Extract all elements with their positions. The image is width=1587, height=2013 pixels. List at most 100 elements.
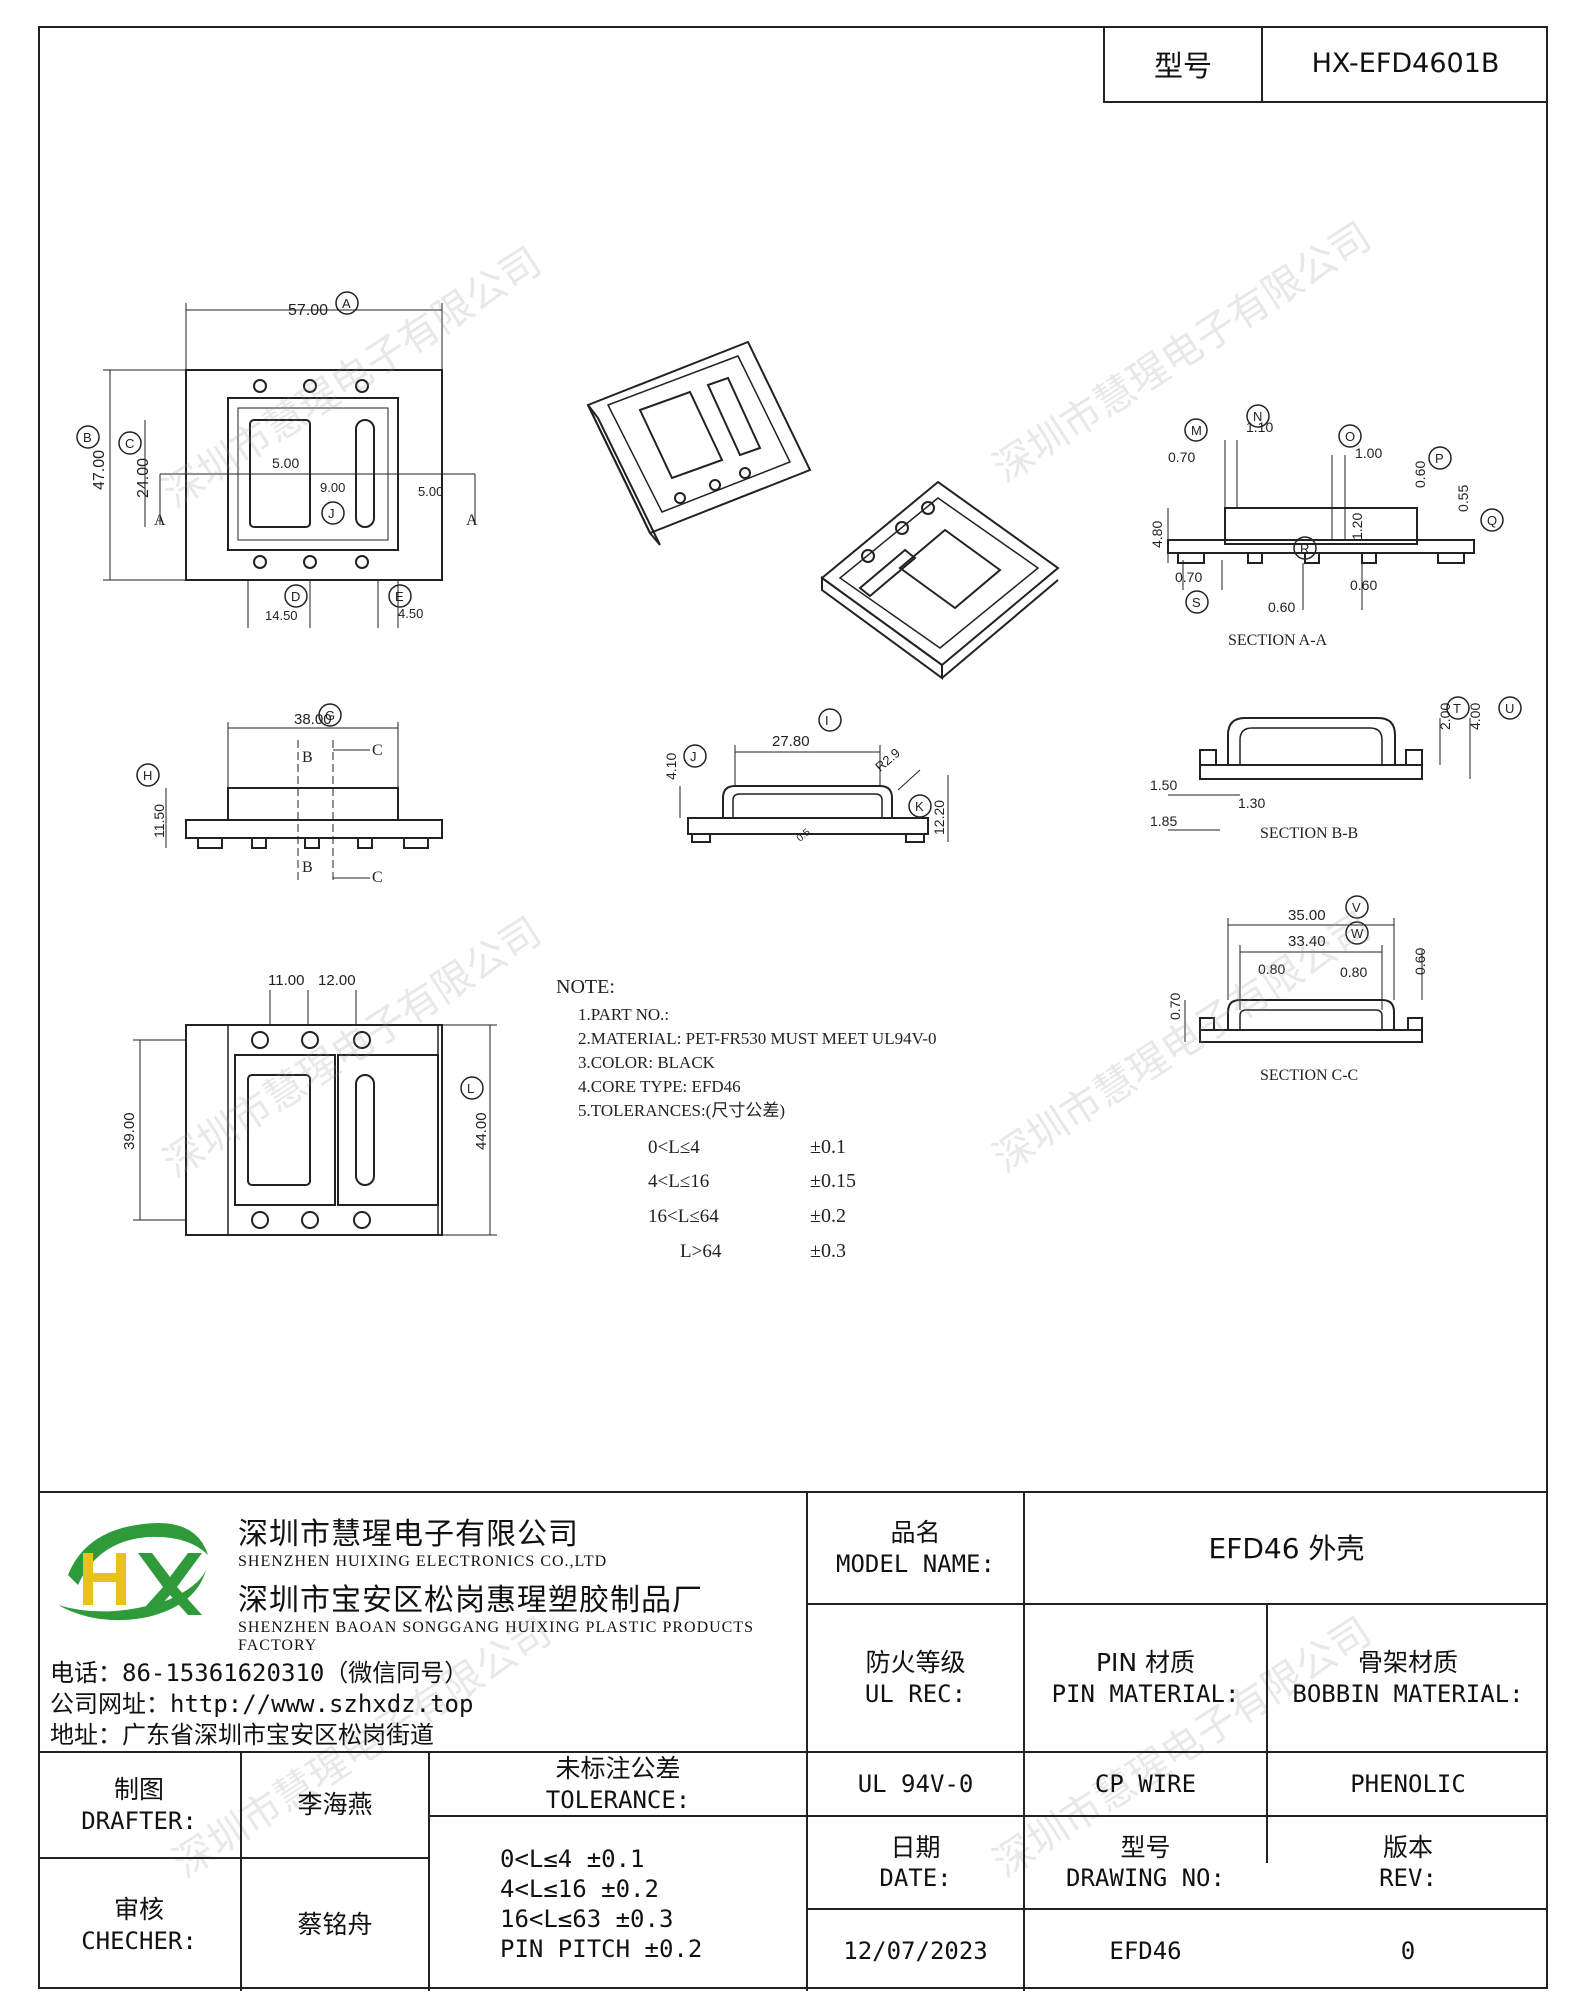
note-item-2: 2.MATERIAL: PET-FR530 MUST MEET UL94V-0 <box>578 1029 936 1048</box>
tag-side-height: H <box>143 768 152 783</box>
tolerance-line-3: 16<L≤63 ±0.3 <box>500 1905 674 1933</box>
tag-aa-d8: S <box>1192 595 1201 610</box>
company-address: 地址：广东省深圳市宝安区松岗街道 <box>50 1721 434 1749</box>
side-view <box>136 703 443 880</box>
tag-aa-d4: P <box>1435 451 1444 466</box>
tag-aa-d5: Q <box>1487 513 1497 528</box>
bobbin-material-label: 骨架材质 BOBBIN MATERIAL: <box>1292 1648 1524 1708</box>
section-bb-title: SECTION B-B <box>1260 825 1358 842</box>
tolerance-label: 未标注公差 TOLERANCE: <box>545 1754 691 1814</box>
dim-cc-d4: 0.80 <box>1340 964 1367 980</box>
dim-bottom-pin1: 11.00 <box>268 972 304 989</box>
model-name-value: EFD46 外壳 <box>1208 1531 1365 1565</box>
tag-top-right-pitch: E <box>395 589 404 604</box>
dim-bottom-height: 39.00 <box>121 1112 138 1150</box>
dim-top-inner-height: 24.00 <box>135 458 152 498</box>
dim-aa-d3: 1.00 <box>1355 445 1382 461</box>
drafter-label: 制图 DRAFTER: <box>81 1775 197 1835</box>
tolerance-values: 0<L≤4 ±0.1 4<L≤16 ±0.2 16<L≤63 ±0.3 PIN … <box>430 1817 806 1991</box>
dim-aa-d1: 1.10 <box>1246 419 1273 435</box>
drafter-name: 李海燕 <box>297 1790 373 1820</box>
section-cc-title: SECTION C-C <box>1260 1067 1358 1084</box>
pin-value: CP WIRE <box>1094 1770 1197 1798</box>
tag-aa-d9: R <box>1300 541 1309 556</box>
tol-value-3: ±0.2 <box>810 1205 846 1227</box>
note-item-4: 4.CORE TYPE: EFD46 <box>578 1077 741 1096</box>
date-label: 日期 DATE: <box>879 1832 952 1893</box>
tol-range-4: L>64 <box>680 1241 722 1262</box>
dim-cc-d1: 35.00 <box>1288 907 1326 924</box>
tag-cc-d1: V <box>1352 900 1361 915</box>
bottom-view <box>133 990 497 1236</box>
tag-cc-d2: W <box>1351 926 1364 941</box>
tag-front-base: K <box>915 799 924 814</box>
pin-material-label: PIN 材质 PIN MATERIAL: <box>1051 1648 1240 1708</box>
tag-top-height: B <box>83 430 92 445</box>
dim-bb-d4: 1.30 <box>1238 795 1265 811</box>
date-value: 12/07/2023 <box>843 1936 988 1965</box>
dim-aa-d9: 0.60 <box>1268 599 1295 615</box>
tol-value-1: ±0.1 <box>810 1136 846 1158</box>
drawing-no-value: EFD46 <box>1109 1936 1182 1965</box>
dim-cc-d2: 33.40 <box>1288 933 1326 950</box>
isometric-view-bottom <box>820 480 1060 680</box>
dim-front-radius: R2.9 <box>872 745 903 774</box>
tolerance-line-1: 0<L≤4 ±0.1 <box>500 1845 645 1873</box>
section-mark-left: A <box>154 512 166 529</box>
title-block: HX 深圳市慧瑆电子有限公司 SHENZHEN HUIXING ELECTRON… <box>38 1491 1548 1991</box>
tol-value-2: ±0.15 <box>810 1170 856 1192</box>
note-item-1: 1.PART NO.: <box>578 1005 669 1024</box>
tag-aa-d1: N <box>1253 409 1262 424</box>
drawing-sheet-border <box>38 26 1548 1989</box>
tag-front-height: J <box>690 749 697 764</box>
ul-rec-label: 防火等级 UL REC: <box>864 1648 967 1708</box>
tag-top-inner-height: C <box>125 436 134 451</box>
section-cc-view <box>1184 895 1423 1043</box>
notes-title: NOTE: <box>556 976 615 998</box>
bobbin-value: PHENOLIC <box>1350 1770 1466 1798</box>
note-item-5: 5.TOLERANCES:(尺寸公差) <box>578 1101 785 1120</box>
tag-bb-d1: T <box>1453 701 1461 716</box>
tag-top-gap: J <box>328 506 335 521</box>
company-website: 公司网址：http://www.szhxdz.top <box>50 1690 474 1718</box>
tol-range-2: 4<L≤16 <box>648 1171 709 1192</box>
company-logo-icon: HX <box>58 1523 208 1621</box>
dim-side-height: 11.50 <box>151 804 167 838</box>
tag-bb-d2: U <box>1505 701 1514 716</box>
tag-aa-d3: O <box>1345 429 1355 444</box>
dim-front-width: 27.80 <box>772 733 810 750</box>
dim-aa-d8: 0.70 <box>1175 569 1202 585</box>
ul-value: UL 94V-0 <box>857 1770 974 1798</box>
tolerance-line-2: 4<L≤16 ±0.2 <box>500 1875 659 1903</box>
dim-top-height: 47.00 <box>91 450 108 490</box>
technical-drawing: 57.00 A 47.00 B 24.00 C 5.00 5.00 9.00 J… <box>76 291 1522 1262</box>
dim-bottom-pin2: 12.00 <box>318 972 356 989</box>
dim-cc-d3: 0.80 <box>1258 961 1285 977</box>
dim-aa-d4: 0.60 <box>1412 461 1428 488</box>
dim-bb-d1: 2.00 <box>1437 703 1453 730</box>
dim-aa-d6: 4.80 <box>1149 521 1165 548</box>
dim-aa-d10: 0.60 <box>1350 577 1377 593</box>
dim-aa-d5: 0.55 <box>1455 485 1471 512</box>
dim-aa-d2: 0.70 <box>1168 449 1195 465</box>
note-item-3: 3.COLOR: BLACK <box>578 1053 716 1072</box>
tol-range-3: 16<L≤64 <box>648 1206 719 1227</box>
model-name-label: 品名 MODEL NAME: <box>836 1518 995 1578</box>
tol-range-1: 0<L≤4 <box>648 1137 700 1158</box>
rev-value: 0 <box>1400 1936 1416 1965</box>
company-name-cn: 深圳市慧瑆电子有限公司 <box>238 1517 579 1552</box>
dim-top-slot2: 5.00 <box>418 484 443 499</box>
model-label: 型号 <box>1105 26 1263 101</box>
notes-block: NOTE: 1.PART NO.: 2.MATERIAL: PET-FR530 … <box>556 976 936 1262</box>
dim-top-gap: 9.00 <box>320 480 345 495</box>
tolerance-line-4: PIN PITCH ±0.2 <box>500 1935 703 1963</box>
section-mark-right: A <box>466 512 478 529</box>
rev-label: 版本 REV: <box>1379 1832 1437 1893</box>
dim-top-right-pitch: 4.50 <box>398 606 423 621</box>
dim-front-height: 4.10 <box>663 753 679 780</box>
tag-top-left-pitch: D <box>291 589 300 604</box>
dim-top-slot: 5.00 <box>272 455 299 471</box>
dim-bb-d5: 1.85 <box>1150 813 1177 829</box>
checker-label: 审核 CHECHER: <box>81 1895 197 1955</box>
dim-aa-d7: 1.20 <box>1349 513 1365 540</box>
